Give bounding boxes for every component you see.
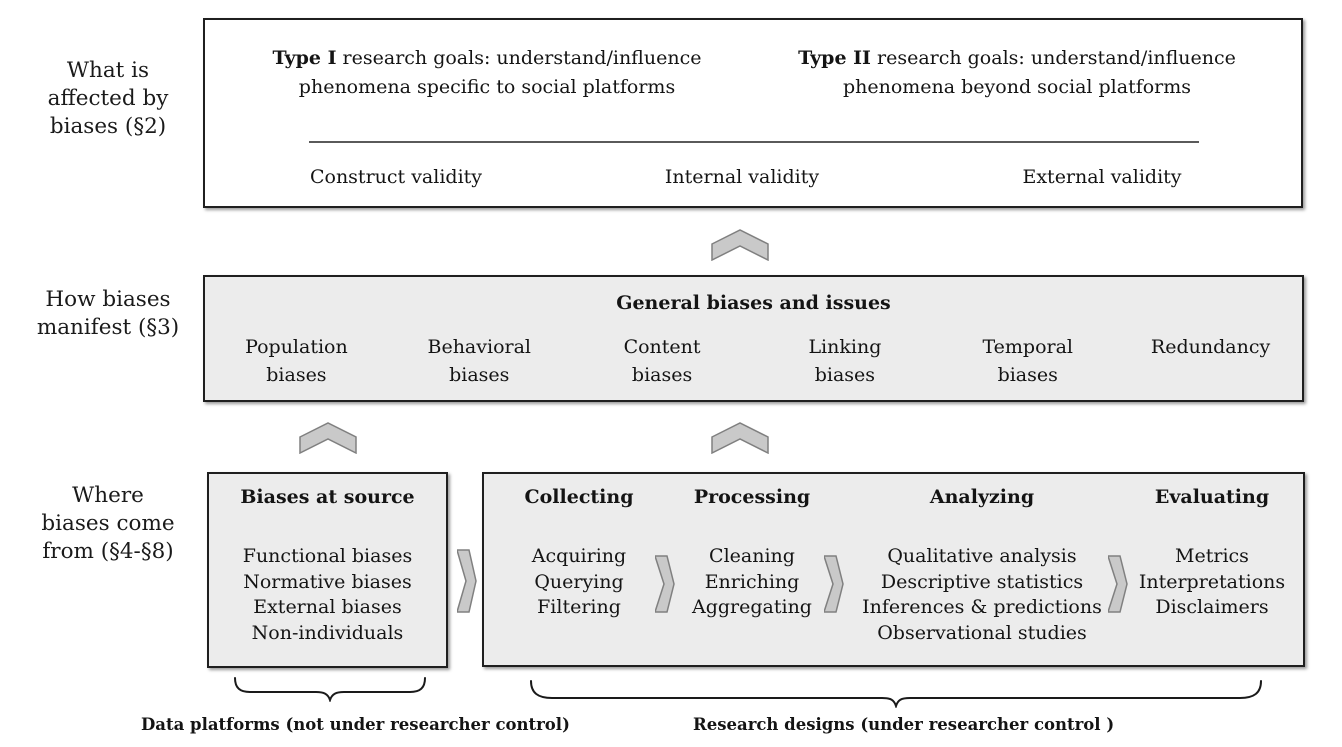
bias-item: Behavioral biases [388,333,571,389]
source-bias-item: Normative biases [243,570,412,593]
bias-item: Linking biases [753,333,936,389]
row-label-how-biases-manifest: How biases manifest (§3) [8,286,208,342]
bias-item-line: biases [631,364,693,386]
bias-item: Redundancy [1119,333,1302,389]
stage-item: Filtering [537,596,621,618]
source-bias-item: Functional biases [242,545,413,567]
row-label-line: from (§4-§8) [42,539,174,564]
stage-item: Metrics [1175,545,1249,567]
general-biases-box: General biases and issues Population bia… [203,275,1304,402]
left-brace-icon [234,677,426,702]
research-goals-box: Type I research goals: understand/influe… [203,18,1303,208]
right-chevron-icon [655,555,675,613]
stage-item: Cleaning [709,545,795,567]
type2-goal-line2: phenomena beyond social platforms [842,76,1192,98]
right-chevron-icon [457,549,477,613]
construct-validity-label: Construct validity [309,166,483,188]
stage-item: Disclaimers [1155,596,1269,618]
row-label-line: biases come [41,511,175,536]
divider-line [309,141,1199,143]
research-designs-box: Collecting Acquiring Querying Filtering … [482,472,1305,667]
type1-goal: Type I research goals: understand/influe… [217,44,757,102]
bias-item-line: Temporal [982,336,1073,358]
type1-goal-line2: phenomena specific to social platforms [298,76,676,98]
source-bias-item: Non-individuals [251,621,404,644]
bias-item-line: Linking [808,336,882,358]
research-designs-label: Research designs (under researcher contr… [693,715,1115,734]
type2-goal-line1: Type II research goals: understand/influ… [747,44,1287,73]
up-chevron-icon [711,422,769,454]
stage-title: Analyzing [929,486,1035,508]
bias-item-line: biases [814,364,876,386]
stage-item: Descriptive statistics [880,570,1084,593]
type2-goal-text: research goals: understand/influence [870,47,1236,69]
stage-title: Processing [693,486,811,508]
stage-item: Interpretations [1138,570,1286,593]
general-biases-items: Population biases Behavioral biases Cont… [205,333,1302,389]
type2-goal: Type II research goals: understand/influ… [747,44,1287,102]
bias-item: Temporal biases [936,333,1119,389]
stage-item: Enriching [704,570,800,593]
up-chevron-icon [299,422,357,454]
stage-collecting: Collecting Acquiring Querying Filtering [494,474,664,665]
internal-validity-label: Internal validity [664,166,820,188]
stage-list: Cleaning Enriching Aggregating [667,544,837,621]
stage-list: Metrics Interpretations Disclaimers [1117,544,1307,621]
stage-item: Acquiring [531,545,627,567]
type2-label: Type II [798,47,871,69]
up-chevron-icon [711,229,769,261]
row-label-what-is-affected: What is affected by biases (§2) [8,57,208,141]
right-chevron-icon [1108,555,1128,613]
right-brace-icon [530,680,1262,708]
stage-item: Qualitative analysis [887,545,1077,567]
biases-at-source-title: Biases at source [240,486,415,508]
bias-item-line: Behavioral [427,336,531,358]
biases-at-source-list: Functional biases Normative biases Exter… [209,544,446,646]
source-bias-item: External biases [253,596,402,618]
stage-evaluating: Evaluating Metrics Interpretations Discl… [1117,474,1307,665]
stage-item: Observational studies [877,621,1087,644]
row-label-line: How biases [45,287,171,312]
stage-processing: Processing Cleaning Enriching Aggregatin… [667,474,837,665]
bias-item-line: Content [623,336,701,358]
stage-analyzing: Analyzing Qualitative analysis Descripti… [852,474,1112,665]
stage-list: Acquiring Querying Filtering [494,544,664,621]
row-label-line: affected by [47,86,169,111]
stage-item: Querying [534,570,624,593]
row-label-line: Where [72,483,144,508]
right-chevron-icon [824,555,844,613]
external-validity-label: External validity [1022,166,1182,188]
biases-at-source-box: Biases at source Functional biases Norma… [207,472,448,668]
type1-label: Type I [272,47,337,69]
stage-title: Evaluating [1154,486,1270,508]
bias-item: Population biases [205,333,388,389]
stage-item: Aggregating [692,596,812,618]
general-biases-title: General biases and issues [616,292,891,314]
stage-item: Inferences & predictions [862,596,1102,618]
bias-item-line: biases [997,364,1058,386]
type1-goal-line1: Type I research goals: understand/influe… [217,44,757,73]
bias-item-line: Population [245,336,348,358]
bias-item-line: biases [266,364,327,386]
bias-item-line: Redundancy [1150,336,1271,358]
stage-list: Qualitative analysis Descriptive statist… [852,544,1112,646]
bias-item-line: biases [449,364,510,386]
row-label-where-biases-come-from: Where biases come from (§4-§8) [8,482,208,566]
data-platforms-label: Data platforms (not under researcher con… [141,715,570,734]
row-label-line: What is [66,58,150,83]
bias-item: Content biases [571,333,754,389]
row-label-line: manifest (§3) [36,315,180,340]
stage-title: Collecting [524,486,634,508]
row-label-line: biases (§2) [49,114,167,139]
type1-goal-text: research goals: understand/influence [336,47,702,69]
